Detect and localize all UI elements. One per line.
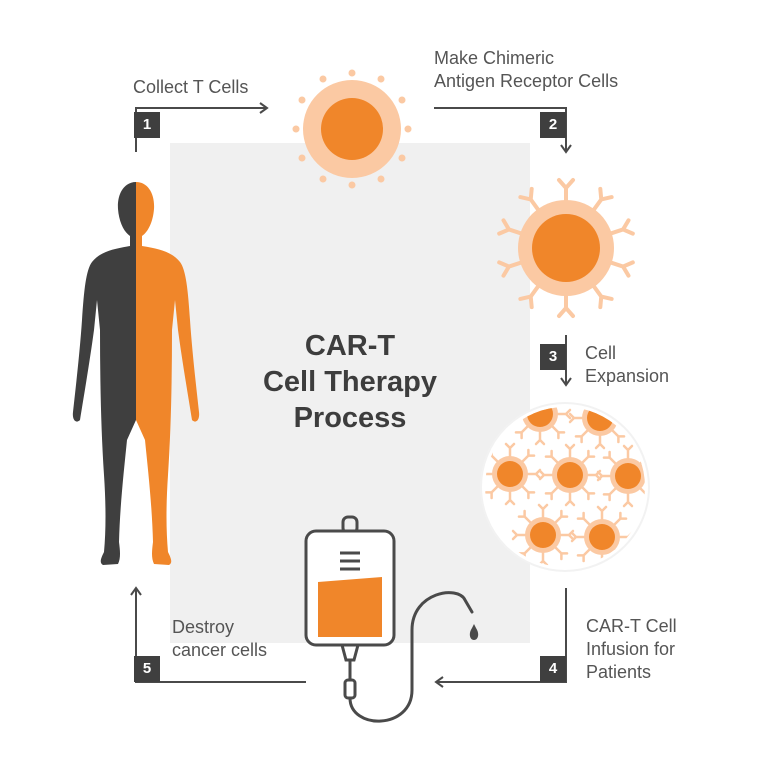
step-4-label: CAR-T Cell Infusion for Patients	[586, 615, 677, 684]
step-2-label-line-1: Make Chimeric	[434, 48, 555, 68]
step-4-label-line-1: CAR-T Cell	[586, 616, 677, 636]
arrow-step-2	[434, 107, 567, 152]
iv-bag-icon	[304, 515, 479, 723]
step-2-label: Make Chimeric Antigen Receptor Cells	[434, 47, 618, 93]
arrow-step-4	[436, 588, 567, 683]
step-1-label-line: Collect T Cells	[133, 77, 249, 97]
car-t-cell-icon	[497, 178, 635, 318]
human-figure-icon	[72, 182, 200, 565]
step-3-label-line-1: Cell	[585, 343, 617, 363]
cell-culture-dish-icon	[480, 402, 650, 572]
step-4-badge: 4	[540, 656, 566, 682]
step-3-badge: 3	[540, 344, 566, 370]
step-5-label: Destroy cancer cells	[172, 616, 267, 662]
t-cell-icon	[292, 69, 412, 189]
arrow-step-5	[135, 588, 306, 683]
title-line-1: CAR-T	[304, 330, 396, 362]
step-2-badge: 2	[540, 112, 566, 138]
diagram-title: CAR-T Cell Therapy Process	[170, 328, 530, 436]
step-4-label-line-3: Patients	[586, 662, 652, 682]
title-line-3: Process	[293, 402, 407, 434]
step-1-badge: 1	[134, 112, 160, 138]
step-3-label: Cell Expansion	[585, 342, 669, 388]
step-2-label-line-2: Antigen Receptor Cells	[434, 71, 619, 91]
step-5-label-line-1: Destroy	[172, 617, 235, 637]
title-line-2: Cell Therapy	[262, 366, 438, 398]
step-4-label-line-2: Infusion for	[586, 639, 676, 659]
step-3-label-line-2: Expansion	[585, 366, 670, 386]
step-5-label-line-2: cancer cells	[172, 640, 268, 660]
step-5-badge: 5	[134, 656, 160, 682]
step-1-label: Collect T Cells	[133, 76, 248, 99]
